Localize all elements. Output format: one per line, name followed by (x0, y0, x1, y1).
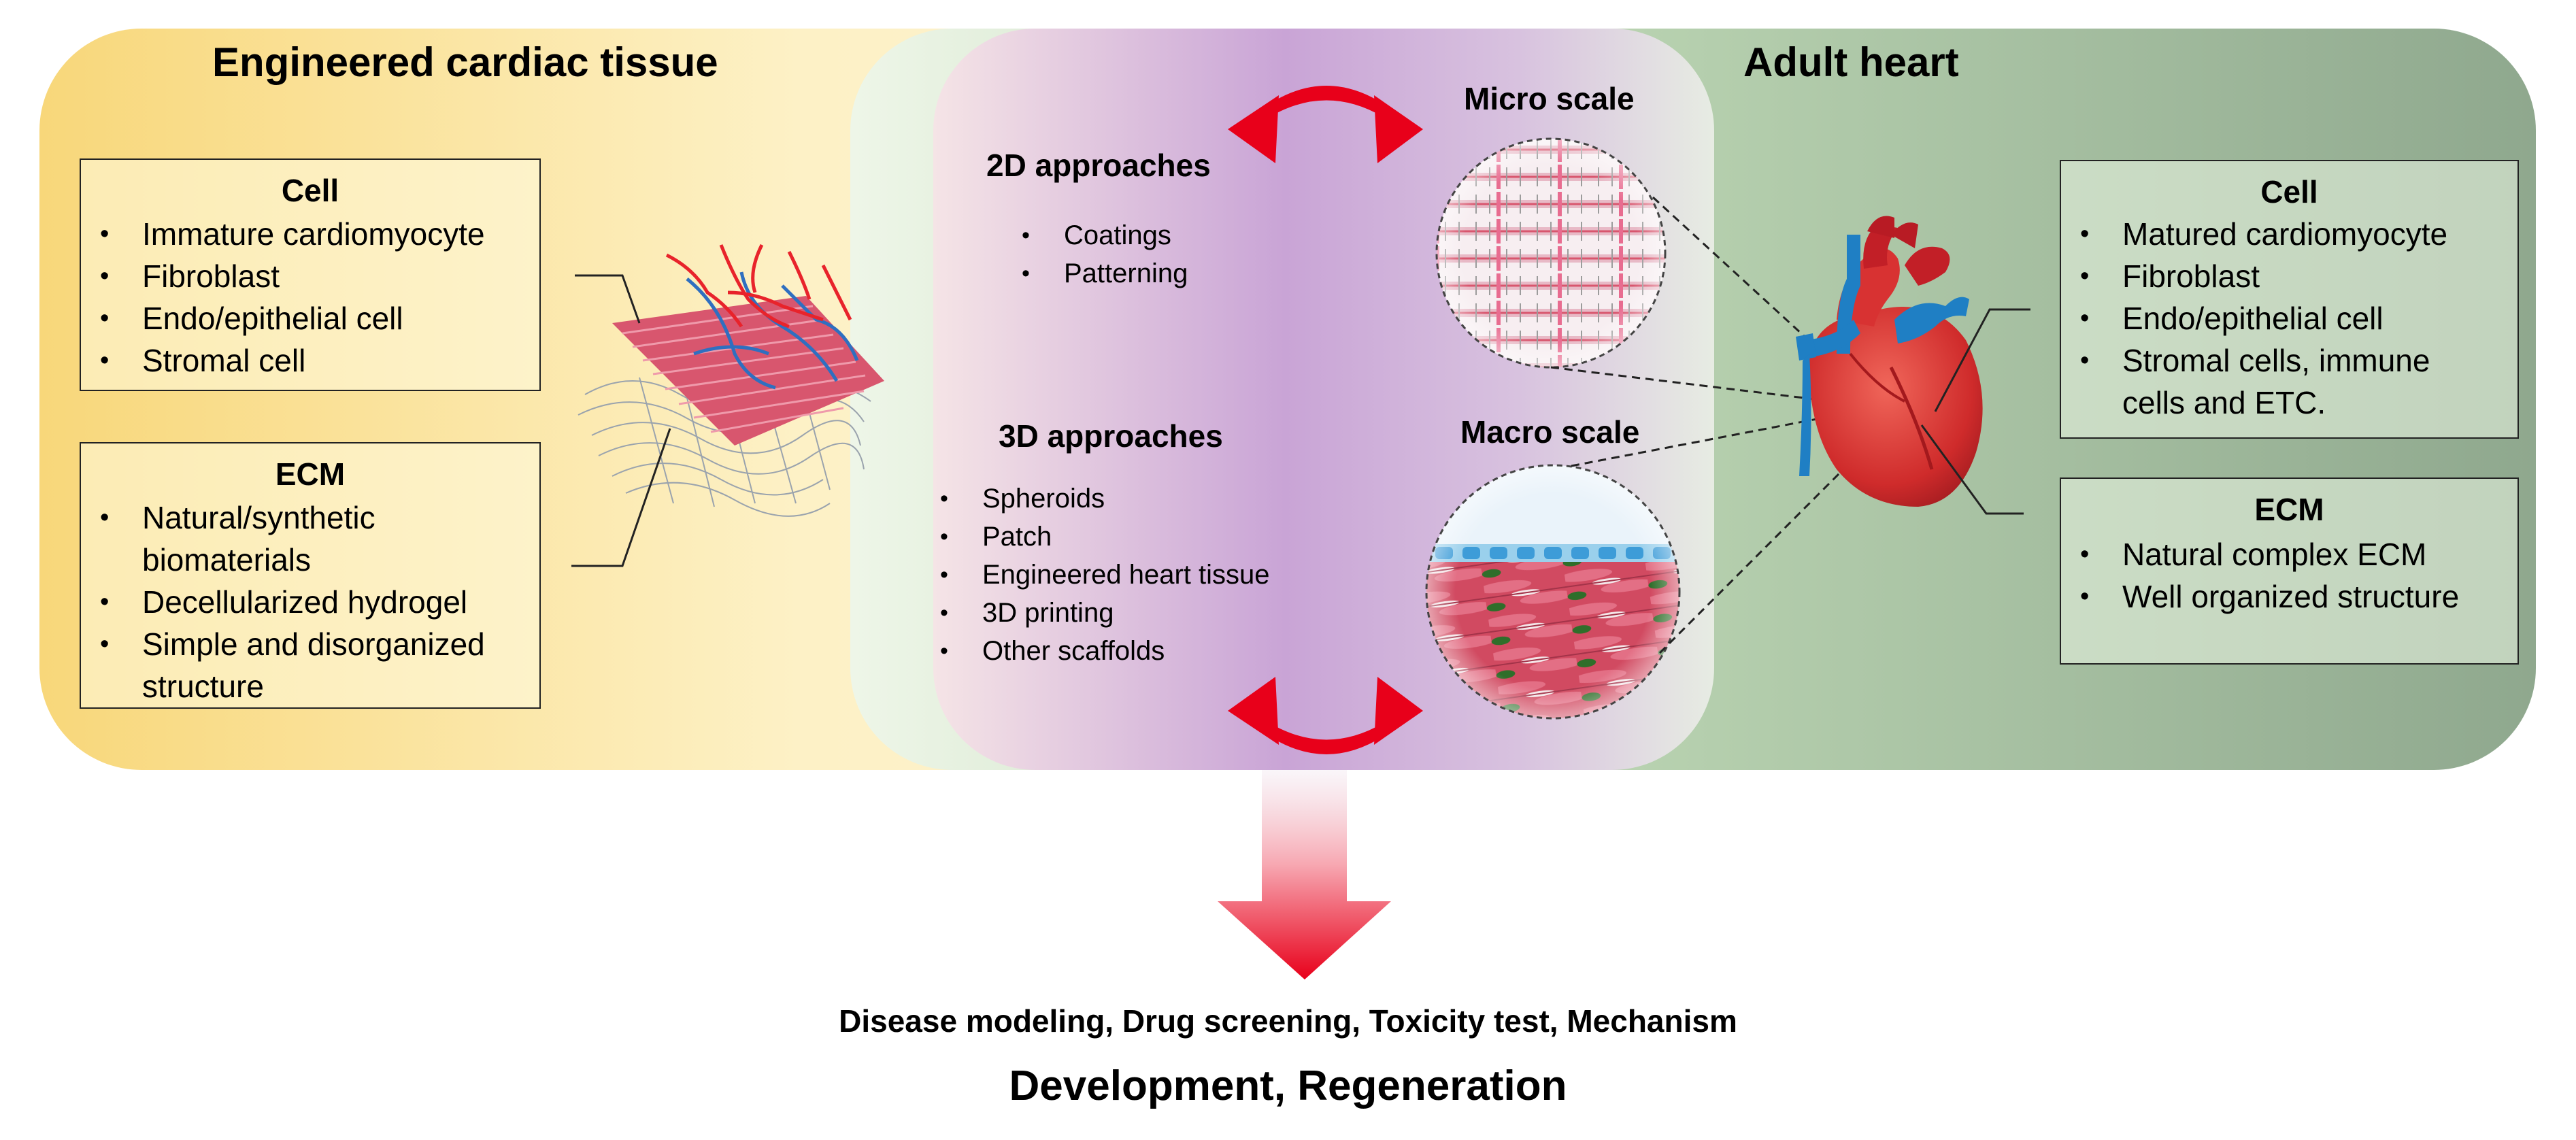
left-ecm-box-title: ECM (275, 456, 346, 492)
top-curved-arrow (1228, 86, 1423, 163)
list-item: 3D printing (937, 594, 1270, 632)
list-item: Endo/epithelial cell (2075, 297, 2447, 339)
left-cell-box-title: Cell (281, 173, 339, 208)
list-item: Fibroblast (2075, 255, 2447, 297)
approaches-3d-title: 3D approaches (999, 418, 1223, 454)
approaches-2d-list: Coatings Patterning (1019, 216, 1188, 292)
list-item: Other scaffolds (937, 632, 1270, 670)
outcome-text: Development, Regeneration (1009, 1062, 1567, 1109)
right-cell-list: Matured cardiomyocyte Fibroblast Endo/ep… (2075, 213, 2447, 424)
macro-scale-image (1425, 464, 1681, 720)
left-ecm-box: ECM Natural/synthetic biomaterials Decel… (80, 442, 541, 709)
micro-scale-label: Micro scale (1464, 81, 1635, 116)
right-leader-lines (1920, 308, 2030, 515)
bottom-curved-arrow (1228, 677, 1423, 754)
list-item: Stromal cells, immune (2075, 339, 2447, 382)
list-item-continuation: biomaterials (142, 542, 311, 577)
left-leader-lines (571, 274, 671, 567)
engineered-tissue-illustration (578, 244, 884, 517)
approaches-2d-title: 2D approaches (986, 148, 1211, 183)
right-cell-box-title: Cell (2260, 174, 2318, 209)
list-item: Decellularized hydrogel (95, 581, 485, 623)
list-item: Simple and disorganized (95, 623, 485, 665)
list-item: Immature cardiomyocyte (95, 213, 485, 255)
down-arrow (1218, 770, 1391, 979)
left-panel-title: Engineered cardiac tissue (212, 39, 718, 85)
right-cell-box: Cell Matured cardiomyocyte Fibroblast En… (2060, 160, 2519, 439)
list-item: Coatings (1019, 216, 1188, 254)
applications-text: Disease modeling, Drug screening, Toxici… (839, 1003, 1737, 1039)
list-item: Endo/epithelial cell (95, 297, 485, 339)
micro-scale-image (1435, 137, 1667, 369)
macro-scale-label: Macro scale (1460, 414, 1640, 450)
list-item: Engineered heart tissue (937, 556, 1270, 594)
list-item-continuation: cells and ETC. (2122, 385, 2326, 420)
right-ecm-box: ECM Natural complex ECM Well organized s… (2060, 477, 2519, 665)
list-item: Patch (937, 518, 1270, 556)
list-item: Stromal cell (95, 339, 485, 382)
list-item: Patterning (1019, 254, 1188, 292)
list-item: Matured cardiomyocyte (2075, 213, 2447, 255)
list-item: Fibroblast (95, 255, 485, 297)
right-panel-title: Adult heart (1743, 39, 1959, 85)
left-ecm-list: Natural/synthetic biomaterials Decellula… (95, 497, 485, 707)
list-item: Natural/synthetic (95, 497, 485, 539)
left-cell-box: Cell Immature cardiomyocyte Fibroblast E… (80, 158, 541, 391)
right-ecm-list: Natural complex ECM Well organized struc… (2075, 533, 2459, 618)
list-item: Well organized structure (2075, 575, 2459, 618)
left-cell-list: Immature cardiomyocyte Fibroblast Endo/e… (95, 213, 485, 382)
list-item: Natural complex ECM (2075, 533, 2459, 575)
list-item: Spheroids (937, 480, 1270, 518)
right-ecm-box-title: ECM (2254, 492, 2324, 527)
approaches-3d-list: Spheroids Patch Engineered heart tissue … (937, 480, 1270, 670)
adult-heart-illustration (1796, 216, 1983, 507)
list-item-continuation: structure (142, 669, 264, 704)
